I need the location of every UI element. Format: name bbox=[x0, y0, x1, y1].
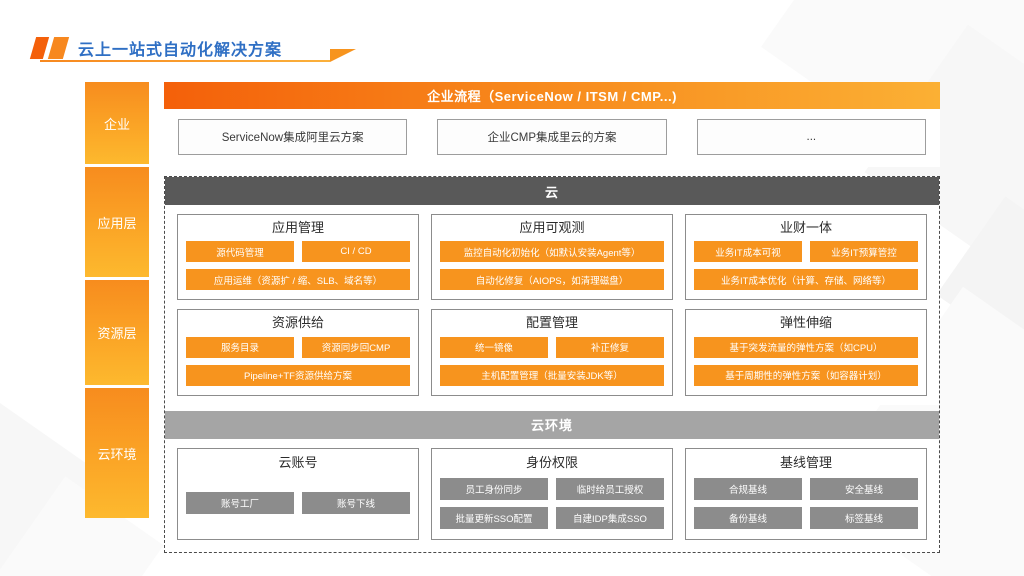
chip-tag-baseline[interactable]: 标签基线 bbox=[810, 506, 918, 529]
card-title: 配置管理 bbox=[525, 315, 578, 331]
chip-row: 服务目录 资源同步回CMP bbox=[186, 336, 410, 358]
sidebar-item-app-layer[interactable]: 应用层 bbox=[85, 167, 149, 277]
chip-row: 源代码管理 CI / CD bbox=[186, 241, 410, 263]
card-title: 应用可观测 bbox=[519, 220, 585, 235]
sidebar-item-label: 应用层 bbox=[97, 215, 137, 231]
card-identity-permissions: 身份权限 员工身份同步 临时给员工授权 批量更新SSO配置 自建IDP集成SSO bbox=[431, 447, 673, 540]
chip-row: 统一镜像 补正修复 bbox=[440, 336, 664, 358]
chip-periodic-scaling[interactable]: 基于周期性的弹性方案（如容器计划） bbox=[694, 364, 918, 386]
card-title: 资源供给 bbox=[271, 315, 324, 331]
card-title: 身份权限 bbox=[525, 454, 578, 470]
chip-row: 业务IT成本可视 业务IT预算管控 bbox=[694, 241, 918, 263]
chip-row: 主机配置管理（批量安装JDK等） bbox=[440, 364, 664, 386]
chip-backup-baseline[interactable]: 备份基线 bbox=[694, 506, 802, 529]
card-cloud-account: 云账号 账号工厂 账号下线 bbox=[177, 447, 419, 540]
enterprise-box[interactable]: ServiceNow集成阿里云方案 bbox=[178, 119, 408, 155]
chip-temp-employee-authorization[interactable]: 临时给员工授权 bbox=[556, 477, 664, 500]
title-underline bbox=[40, 60, 330, 62]
chip-row: 自动化修复（AIOPS，如清理磁盘） bbox=[440, 269, 664, 291]
sidebar-item-enterprise[interactable]: 企业 bbox=[85, 82, 149, 164]
title-arrow-icon bbox=[330, 49, 356, 62]
chip-row: 账号工厂 账号下线 bbox=[186, 491, 410, 514]
enterprise-box-label: ... bbox=[806, 131, 817, 143]
card-baseline-management: 基线管理 合规基线 安全基线 备份基线 标签基线 bbox=[685, 447, 927, 540]
card-elastic-scaling: 弹性伸缩 基于突发流量的弹性方案（如CPU） 基于周期性的弹性方案（如容器计划） bbox=[685, 309, 927, 396]
chip-it-budget-control[interactable]: 业务IT预算管控 bbox=[810, 241, 918, 263]
cloud-dashed-container: 云 应用管理 源代码管理 CI / CD 应用运维（资源扩 / 缩、SLB、域名… bbox=[164, 176, 940, 553]
chip-row: 基于突发流量的弹性方案（如CPU） bbox=[694, 336, 918, 358]
chip-ci-cd[interactable]: CI / CD bbox=[302, 241, 410, 263]
sidebar-item-cloud-env[interactable]: 云环境 bbox=[85, 388, 149, 518]
card-title: 弹性伸缩 bbox=[779, 315, 832, 331]
chip-app-ops[interactable]: 应用运维（资源扩 / 缩、SLB、域名等） bbox=[186, 269, 410, 291]
chip-security-baseline[interactable]: 安全基线 bbox=[810, 477, 918, 500]
cloud-band-title: 云 bbox=[165, 177, 939, 205]
chip-unified-image[interactable]: 统一镜像 bbox=[440, 336, 548, 358]
chip-self-built-idp-sso[interactable]: 自建IDP集成SSO bbox=[556, 506, 664, 529]
chip-row: 业务IT成本优化（计算、存储、网络等） bbox=[694, 269, 918, 291]
layer-sidebar: 企业 应用层 资源层 云环境 bbox=[85, 82, 149, 521]
card-title: 基线管理 bbox=[779, 454, 832, 470]
chip-it-cost-optimization[interactable]: 业务IT成本优化（计算、存储、网络等） bbox=[694, 269, 918, 291]
resource-layer-row: 资源供给 服务目录 资源同步回CMP Pipeline+TF资源供给方案 配置管… bbox=[165, 309, 939, 405]
cloud-env-row: 云账号 账号工厂 账号下线 身份权限 员工身份同步 临时给员工授权 批量更新SS… bbox=[165, 438, 939, 552]
main-content: 企业流程（ServiceNow / ITSM / CMP...) Service… bbox=[164, 82, 940, 553]
sidebar-item-label: 云环境 bbox=[97, 446, 137, 462]
sidebar-item-resource-layer[interactable]: 资源层 bbox=[85, 280, 149, 385]
card-resource-provisioning: 资源供给 服务目录 资源同步回CMP Pipeline+TF资源供给方案 bbox=[177, 309, 419, 396]
app-layer-row: 应用管理 源代码管理 CI / CD 应用运维（资源扩 / 缩、SLB、域名等）… bbox=[165, 205, 939, 310]
page-title: 云上一站式自动化解决方案 bbox=[78, 42, 283, 59]
chip-row: 备份基线 标签基线 bbox=[694, 506, 918, 529]
enterprise-box-label: ServiceNow集成阿里云方案 bbox=[221, 132, 364, 144]
chip-pipeline-tf[interactable]: Pipeline+TF资源供给方案 bbox=[186, 364, 410, 386]
enterprise-box[interactable]: ... bbox=[696, 119, 926, 155]
card-config-management: 配置管理 统一镜像 补正修复 主机配置管理（批量安装JDK等） bbox=[431, 309, 673, 396]
enterprise-box-label: 企业CMP集成里云的方案 bbox=[487, 132, 617, 144]
card-title: 业财一体 bbox=[779, 220, 832, 235]
chip-row: 基于周期性的弹性方案（如容器计划） bbox=[694, 364, 918, 386]
chip-row: 员工身份同步 临时给员工授权 bbox=[440, 477, 664, 500]
chip-row: 合规基线 安全基线 bbox=[694, 477, 918, 500]
enterprise-box-row: ServiceNow集成阿里云方案 企业CMP集成里云的方案 ... bbox=[164, 109, 940, 167]
chip-compliance-baseline[interactable]: 合规基线 bbox=[694, 477, 802, 500]
sidebar-item-label: 资源层 bbox=[97, 326, 137, 341]
card-app-management: 应用管理 源代码管理 CI / CD 应用运维（资源扩 / 缩、SLB、域名等） bbox=[177, 214, 419, 301]
chip-account-offboarding[interactable]: 账号下线 bbox=[302, 491, 410, 514]
title-slash-icon-2 bbox=[47, 37, 70, 59]
chip-row: Pipeline+TF资源供给方案 bbox=[186, 364, 410, 386]
chip-it-cost-visibility[interactable]: 业务IT成本可视 bbox=[694, 241, 802, 263]
cloud-env-band-title: 云环境 bbox=[165, 410, 939, 439]
card-app-observability: 应用可观测 监控自动化初始化（如默认安装Agent等） 自动化修复（AIOPS，… bbox=[431, 214, 673, 301]
chip-host-config-management[interactable]: 主机配置管理（批量安装JDK等） bbox=[440, 364, 664, 386]
enterprise-section: 企业流程（ServiceNow / ITSM / CMP...) Service… bbox=[164, 82, 940, 167]
card-title: 云账号 bbox=[278, 454, 318, 470]
slide-title-group: 云上一站式自动化解决方案 bbox=[29, 34, 283, 62]
chip-auto-remediation[interactable]: 自动化修复（AIOPS，如清理磁盘） bbox=[440, 269, 664, 291]
title-slash-icon bbox=[29, 37, 50, 59]
chip-row: 应用运维（资源扩 / 缩、SLB、域名等） bbox=[186, 269, 410, 291]
enterprise-band-title: 企业流程（ServiceNow / ITSM / CMP...) bbox=[164, 82, 940, 109]
card-business-finance: 业财一体 业务IT成本可视 业务IT预算管控 业务IT成本优化（计算、存储、网络… bbox=[685, 214, 927, 301]
chip-patch-remediation[interactable]: 补正修复 bbox=[556, 336, 664, 358]
chip-row: 批量更新SSO配置 自建IDP集成SSO bbox=[440, 506, 664, 529]
chip-service-catalog[interactable]: 服务目录 bbox=[186, 336, 294, 358]
chip-bulk-update-sso-config[interactable]: 批量更新SSO配置 bbox=[440, 506, 548, 529]
chip-account-factory[interactable]: 账号工厂 bbox=[186, 491, 294, 514]
card-title: 应用管理 bbox=[271, 220, 324, 235]
chip-employee-identity-sync[interactable]: 员工身份同步 bbox=[440, 477, 548, 500]
chip-resource-sync-cmp[interactable]: 资源同步回CMP bbox=[302, 336, 410, 358]
enterprise-box[interactable]: 企业CMP集成里云的方案 bbox=[437, 119, 667, 155]
chip-source-code-management[interactable]: 源代码管理 bbox=[186, 241, 294, 263]
chip-burst-traffic-scaling[interactable]: 基于突发流量的弹性方案（如CPU） bbox=[694, 336, 918, 358]
chip-monitoring-auto-init[interactable]: 监控自动化初始化（如默认安装Agent等） bbox=[440, 241, 664, 263]
chip-row: 监控自动化初始化（如默认安装Agent等） bbox=[440, 241, 664, 263]
sidebar-item-label: 企业 bbox=[103, 116, 130, 132]
